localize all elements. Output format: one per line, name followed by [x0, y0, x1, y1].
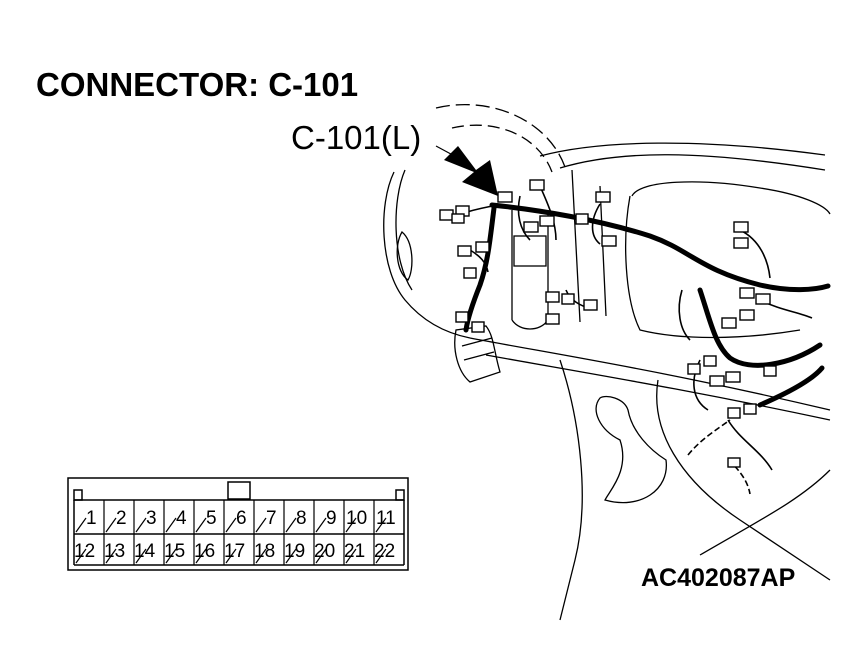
pin-label: 19 [284, 541, 305, 562]
pin-cavity-mark [165, 517, 177, 533]
pin-label: 5 [206, 508, 217, 529]
connector-callout-label: C-101(L) [291, 119, 422, 156]
pin-cavity-mark [375, 517, 387, 533]
pin-label: 8 [296, 508, 307, 529]
pin-cavity-mark [135, 548, 147, 564]
pin-label: 9 [326, 508, 337, 529]
pin-cavity-mark [255, 517, 267, 533]
pin-cavity-mark [315, 517, 327, 533]
pin-cavity-mark [105, 548, 117, 564]
pin-label: 15 [164, 541, 185, 562]
pin-label: 21 [344, 541, 365, 562]
dash-top-line [539, 142, 826, 157]
pin-label: 2 [116, 508, 127, 529]
left-harness-branch [463, 205, 497, 333]
dash-left-contour [383, 171, 471, 339]
pin-cavity-mark [255, 548, 267, 564]
pin-cavity-mark [105, 517, 117, 533]
pin-label: 10 [346, 508, 367, 529]
pin-cavity-mark [285, 548, 297, 564]
vent-outline [396, 231, 413, 281]
callout-arrow-icon [444, 146, 498, 196]
pin-label: 6 [236, 508, 247, 529]
pin-cavity-mark [75, 517, 87, 533]
pin-cavity-mark [75, 548, 87, 564]
pin-cavity-mark [315, 548, 327, 564]
pin-label: 17 [224, 541, 245, 562]
pin-label: 4 [176, 508, 187, 529]
pin-label: 22 [374, 541, 395, 562]
pin-label: 16 [194, 541, 215, 562]
pin-cavity-mark [345, 548, 357, 564]
shift-lever [595, 395, 667, 504]
pin-cavity-mark [135, 517, 147, 533]
console-outline [559, 359, 583, 621]
connector-housing [67, 477, 409, 571]
pin-cavity-mark [165, 548, 177, 564]
pin-cavity-mark [225, 517, 237, 533]
pin-cavity-mark [345, 517, 357, 533]
pin-label: 12 [74, 541, 95, 562]
figure-reference: AC402087AP [641, 564, 796, 592]
steering-wheel-outline [435, 104, 567, 171]
pin-label: 13 [104, 541, 125, 562]
pin-label: 14 [134, 541, 156, 562]
main-harness [489, 202, 831, 293]
pin-cavity-mark [225, 548, 237, 564]
pin-cavity-mark [195, 548, 207, 564]
page-title: CONNECTOR: C-101 [36, 66, 359, 103]
pin-cavity-mark [285, 517, 297, 533]
dash-lower-line [469, 337, 831, 411]
pin-label: 1 [86, 508, 97, 529]
pin-label: 11 [376, 508, 396, 529]
connector-lock-tab [227, 481, 251, 500]
pin-cavity-mark [195, 517, 207, 533]
pin-cavity-mark [375, 548, 387, 564]
pin-label: 20 [314, 541, 335, 562]
glovebox-outline [631, 181, 831, 215]
pin-label: 3 [146, 508, 157, 529]
pin-label: 7 [266, 508, 277, 529]
pin-label: 18 [254, 541, 275, 562]
